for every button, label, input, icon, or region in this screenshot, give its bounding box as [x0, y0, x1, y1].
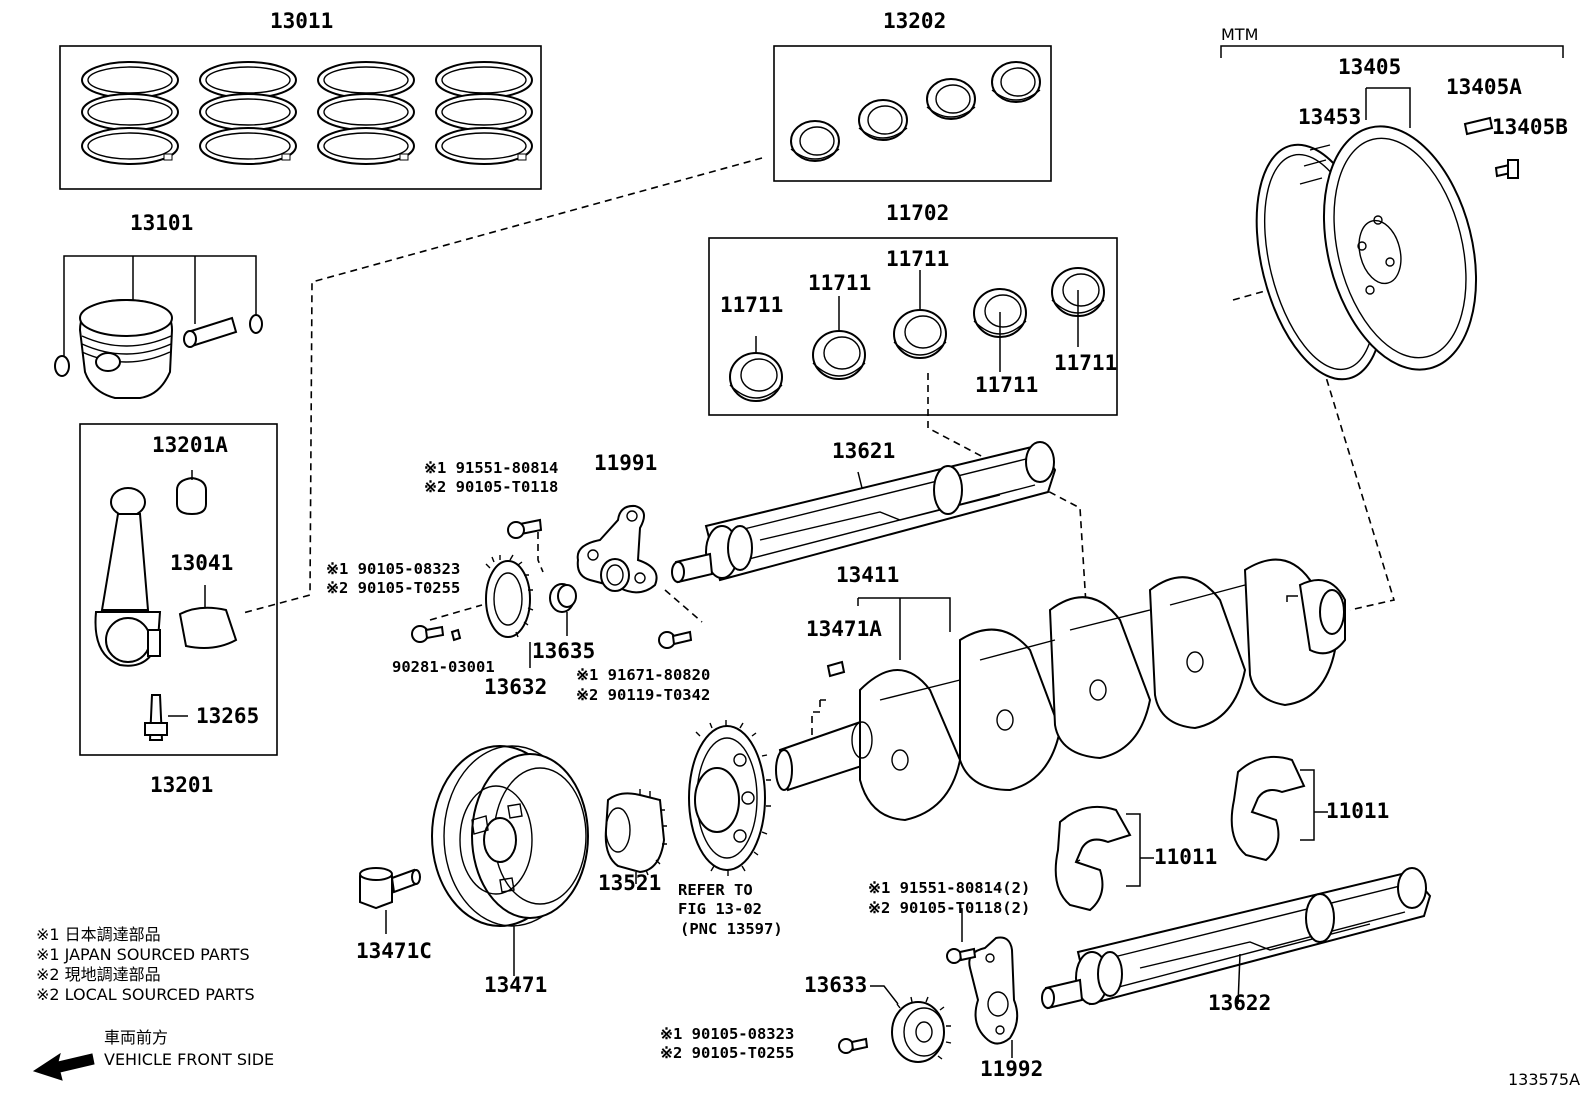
- label-13521: 13521: [598, 871, 661, 895]
- direction-label-en: VEHICLE FRONT SIDE: [104, 1050, 274, 1069]
- vehicle-front-arrow-icon: [32, 1052, 95, 1081]
- balance-shaft-icon: [1041, 867, 1432, 1010]
- balance-shaft-icon: [671, 441, 1057, 584]
- alt-part-a1: ※1 91551-80814: [424, 459, 558, 477]
- box-13202: [773, 45, 1052, 182]
- figure-id: 133575A: [1508, 1070, 1580, 1089]
- box-13011: [59, 45, 542, 190]
- bushing-icon: [549, 583, 577, 613]
- crankshaft-timing-gear-icon: [604, 789, 667, 876]
- bolt-icon: [507, 518, 543, 539]
- label-13265: 13265: [196, 704, 259, 728]
- alt-part-d2: ※2 90105-T0118(2): [868, 899, 1030, 917]
- label-11992: 11992: [980, 1057, 1043, 1081]
- label-11702: 11702: [886, 201, 949, 225]
- label-13041: 13041: [170, 551, 233, 575]
- connecting-rod-icon: [94, 476, 238, 741]
- piston-ring-set-icon: [81, 61, 533, 165]
- label-13202: 13202: [883, 9, 946, 33]
- refer-to-line1: REFER TO: [678, 881, 753, 899]
- label-13471: 13471: [484, 973, 547, 997]
- alt-part-e1: ※1 90105-08323: [660, 1025, 794, 1043]
- label-13633: 13633: [804, 973, 867, 997]
- label-11711-d: 11711: [975, 373, 1038, 397]
- label-11011-right: 11011: [1326, 799, 1389, 823]
- label-11711-b: 11711: [808, 271, 871, 295]
- connecting-rod-bearing-icon: [790, 61, 1041, 162]
- rear-bracket-icon: [968, 936, 1019, 1045]
- label-13621: 13621: [832, 439, 895, 463]
- label-13201: 13201: [150, 773, 213, 797]
- piston-icon: [54, 298, 263, 399]
- alt-part-d1: ※1 91551-80814(2): [868, 879, 1030, 897]
- alt-part-b2: ※2 90105-T0255: [326, 579, 460, 597]
- legend-line-2: ※1 JAPAN SOURCED PARTS: [36, 945, 250, 964]
- label-11711-e: 11711: [1054, 351, 1117, 375]
- sprocket-icon: [485, 554, 534, 638]
- label-11011-left: 11011: [1154, 845, 1217, 869]
- flywheel-icon: [1255, 116, 1519, 381]
- direction-label-jp: 車両前方: [104, 1028, 168, 1047]
- label-13405b: 13405B: [1492, 115, 1568, 139]
- label-13453: 13453: [1298, 105, 1361, 129]
- label-13471a: 13471A: [806, 617, 882, 641]
- label-13405a: 13405A: [1446, 75, 1522, 99]
- bolt-icon: [411, 625, 693, 649]
- label-11711-a: 11711: [720, 293, 783, 317]
- alt-part-e2: ※2 90105-T0255: [660, 1044, 794, 1062]
- legend-line-3: ※2 現地調達部品: [36, 965, 161, 984]
- label-13405: 13405: [1338, 55, 1401, 79]
- pulley-bolt-icon: [359, 867, 421, 910]
- thrust-washer-icon: [1054, 756, 1306, 912]
- label-13632: 13632: [484, 675, 547, 699]
- oil-pump-bracket-icon: [576, 504, 658, 594]
- label-90281-03001: 90281-03001: [392, 658, 495, 676]
- alt-part-b1: ※1 90105-08323: [326, 560, 460, 578]
- label-13011: 13011: [270, 9, 333, 33]
- alt-part-c1: ※1 91671-80820: [576, 666, 710, 684]
- box-13201: [79, 423, 278, 756]
- label-13411: 13411: [836, 563, 899, 587]
- label-13622: 13622: [1208, 991, 1271, 1015]
- label-mtm: MTM: [1221, 25, 1258, 44]
- legend-line-4: ※2 LOCAL SOURCED PARTS: [36, 985, 255, 1004]
- box-11702: [708, 237, 1118, 416]
- crankshaft-main-bearing-icon: [729, 267, 1105, 402]
- bolt-icon: [838, 947, 977, 1054]
- label-13201a: 13201A: [152, 433, 228, 457]
- refer-to-line2: FIG 13-02: [678, 900, 762, 918]
- label-13101: 13101: [130, 211, 193, 235]
- label-13635: 13635: [532, 639, 595, 663]
- crankshaft-pulley-icon: [431, 745, 589, 927]
- label-11991: 11991: [594, 451, 657, 475]
- bracket-mtm: [1220, 45, 1564, 58]
- alt-part-a2: ※2 90105-T0118: [424, 478, 558, 496]
- refer-to-line3: (PNC 13597): [680, 920, 783, 938]
- crankshaft-icon: [775, 558, 1346, 822]
- alt-part-c2: ※2 90119-T0342: [576, 686, 710, 704]
- label-11711-c: 11711: [886, 247, 949, 271]
- balance-shaft-gear-icon: [891, 996, 952, 1063]
- timing-sprocket-icon: [688, 720, 771, 876]
- label-13471c: 13471C: [356, 939, 432, 963]
- legend-line-1: ※1 日本調達部品: [36, 925, 161, 944]
